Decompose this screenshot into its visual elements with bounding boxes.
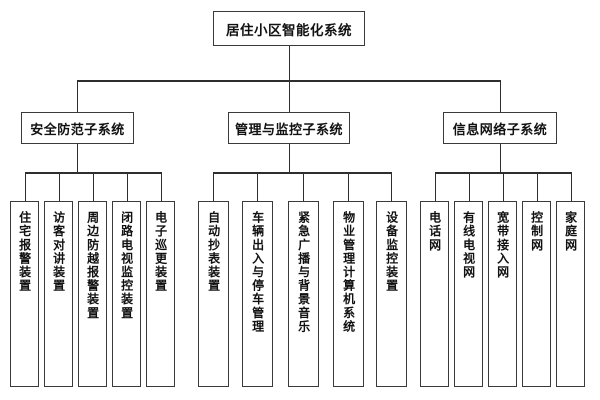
leaf-node-home-network[interactable]: 家庭网 xyxy=(556,201,585,387)
connector-leaf-0-1-drop xyxy=(58,172,60,202)
leaf-node-automatic-meter-reading[interactable]: 自动抄表装置 xyxy=(198,201,229,387)
branch-node-security-subsystem[interactable]: 安全防范子系统 xyxy=(21,112,134,144)
connector-leaf-1-0-drop xyxy=(213,172,215,202)
leaf-node-cctv-monitoring[interactable]: 闭路电视监控装置 xyxy=(112,201,141,387)
connector-leaf-1-3-drop xyxy=(348,172,350,202)
leaf-node-property-management-computer-system[interactable]: 物业管理计算机系统 xyxy=(333,201,364,387)
leaf-node-electronic-patrol[interactable]: 电子巡更装置 xyxy=(146,201,175,387)
leaf-label-1-2: 紧急广播与背景音乐 xyxy=(296,211,311,334)
leaf-label-1-1: 车辆出入与停车管理 xyxy=(250,211,265,334)
branch-node-label-2: 信息网络子系统 xyxy=(452,122,548,138)
connector-leaf-0-0-drop xyxy=(24,172,26,202)
connector-branch-2-stem xyxy=(500,144,502,173)
connector-branch-1-drop xyxy=(288,80,290,113)
leaf-label-0-3: 闭路电视监控装置 xyxy=(119,211,134,320)
connector-branch-0-drop xyxy=(77,80,79,113)
branch-node-label-1: 管理与监控子系统 xyxy=(234,122,343,138)
connector-leaf-0-4-drop xyxy=(160,172,162,202)
leaf-label-2-3: 控制网 xyxy=(529,211,544,252)
leaf-label-0-1: 访客对讲装置 xyxy=(51,211,66,293)
leaf-node-emergency-broadcast-music[interactable]: 紧急广播与背景音乐 xyxy=(288,201,319,387)
leaf-label-1-0: 自动抄表装置 xyxy=(206,211,221,293)
connector-root-drop xyxy=(288,46,290,81)
connector-branch-1-stem xyxy=(288,144,290,173)
connector-leaf-0-3-drop xyxy=(126,172,128,202)
leaf-label-0-4: 电子巡更装置 xyxy=(153,211,168,293)
leaf-label-1-4: 设备监控装置 xyxy=(384,211,399,293)
connector-branch-1-bus xyxy=(213,172,392,174)
connector-leaf-2-2-drop xyxy=(502,172,504,202)
leaf-node-home-alarm[interactable]: 住宅报警装置 xyxy=(10,201,39,387)
branch-node-label-0: 安全防范子系统 xyxy=(30,122,125,138)
leaf-label-2-0: 电话网 xyxy=(427,211,442,252)
leaf-label-2-4: 家庭网 xyxy=(563,211,578,252)
connector-branch-0-stem xyxy=(77,144,79,173)
leaf-node-perimeter-intrusion-alarm[interactable]: 周边防越报警装置 xyxy=(78,201,107,387)
connector-branch-2-drop xyxy=(500,80,502,113)
leaf-node-broadband-access-network[interactable]: 宽带接入网 xyxy=(488,201,517,387)
leaf-node-equipment-monitoring[interactable]: 设备监控装置 xyxy=(376,201,407,387)
connector-leaf-2-4-drop xyxy=(570,172,572,202)
connector-leaf-2-1-drop xyxy=(468,172,470,202)
leaf-label-2-1: 有线电视网 xyxy=(461,211,476,279)
connector-leaf-1-4-drop xyxy=(391,172,393,202)
leaf-node-control-network[interactable]: 控制网 xyxy=(522,201,551,387)
branch-node-information-network-subsystem[interactable]: 信息网络子系统 xyxy=(443,112,557,144)
leaf-node-visitor-intercom[interactable]: 访客对讲装置 xyxy=(44,201,73,387)
root-node-intelligent-residential-system[interactable]: 居住小区智能化系统 xyxy=(213,11,365,46)
leaf-label-1-3: 物业管理计算机系统 xyxy=(341,211,356,334)
root-node-label: 居住小区智能化系统 xyxy=(226,22,352,39)
leaf-node-vehicle-access-parking[interactable]: 车辆出入与停车管理 xyxy=(242,201,273,387)
leaf-label-0-2: 周边防越报警装置 xyxy=(85,211,100,320)
leaf-label-0-0: 住宅报警装置 xyxy=(17,211,32,293)
connector-leaf-1-2-drop xyxy=(303,172,305,202)
connector-leaf-2-0-drop xyxy=(434,172,436,202)
branch-node-management-monitoring-subsystem[interactable]: 管理与监控子系统 xyxy=(228,112,350,144)
leaf-node-telephone-network[interactable]: 电话网 xyxy=(420,201,449,387)
connector-leaf-0-2-drop xyxy=(92,172,94,202)
connector-leaf-2-3-drop xyxy=(536,172,538,202)
leaf-node-cable-tv-network[interactable]: 有线电视网 xyxy=(454,201,483,387)
connector-leaf-1-1-drop xyxy=(257,172,259,202)
leaf-label-2-2: 宽带接入网 xyxy=(495,211,510,279)
